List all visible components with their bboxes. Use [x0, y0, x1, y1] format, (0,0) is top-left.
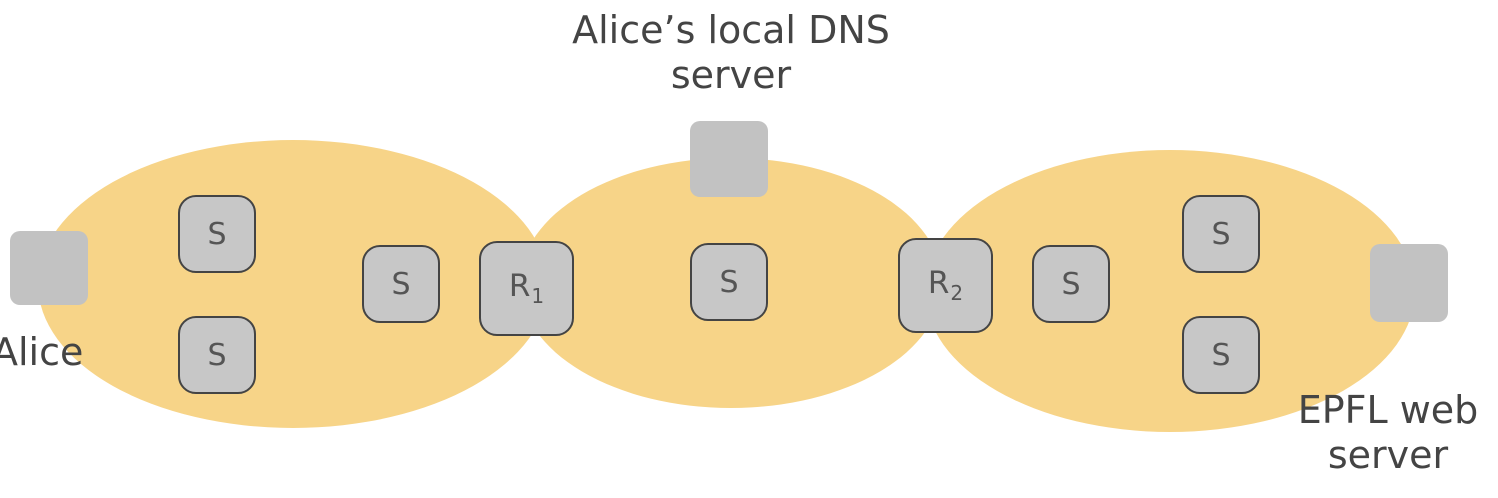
router-r2: R2: [898, 238, 993, 333]
router-r1: R1: [479, 241, 574, 336]
switch-right-top: S: [1182, 195, 1260, 273]
epfl-web-server-host: [1370, 244, 1448, 322]
switch-left-inner: S: [362, 245, 440, 323]
switch-middle: S: [690, 243, 768, 321]
network-right: [925, 150, 1415, 432]
switch-left-bottom: S: [178, 316, 256, 394]
switch-right-inner: S: [1032, 245, 1110, 323]
switch-label: S: [1211, 337, 1231, 373]
dns-server-host: [690, 121, 768, 197]
dns-server-label: Alice’s local DNS server: [572, 8, 890, 97]
router-r1-label: R1: [508, 268, 545, 308]
switch-label: S: [719, 264, 739, 300]
alice-label: Alice: [0, 330, 84, 374]
switch-label: S: [207, 337, 227, 373]
router-r2-label: R2: [927, 265, 964, 305]
switch-label: S: [1061, 266, 1081, 302]
switch-label: S: [207, 216, 227, 252]
switch-label: S: [1211, 216, 1231, 252]
network-left: [38, 140, 548, 428]
switch-right-bottom: S: [1182, 316, 1260, 394]
epfl-web-server-label: EPFL web server: [1297, 388, 1479, 477]
switch-label: S: [391, 266, 411, 302]
switch-left-top: S: [178, 195, 256, 273]
alice-host: [10, 231, 88, 305]
